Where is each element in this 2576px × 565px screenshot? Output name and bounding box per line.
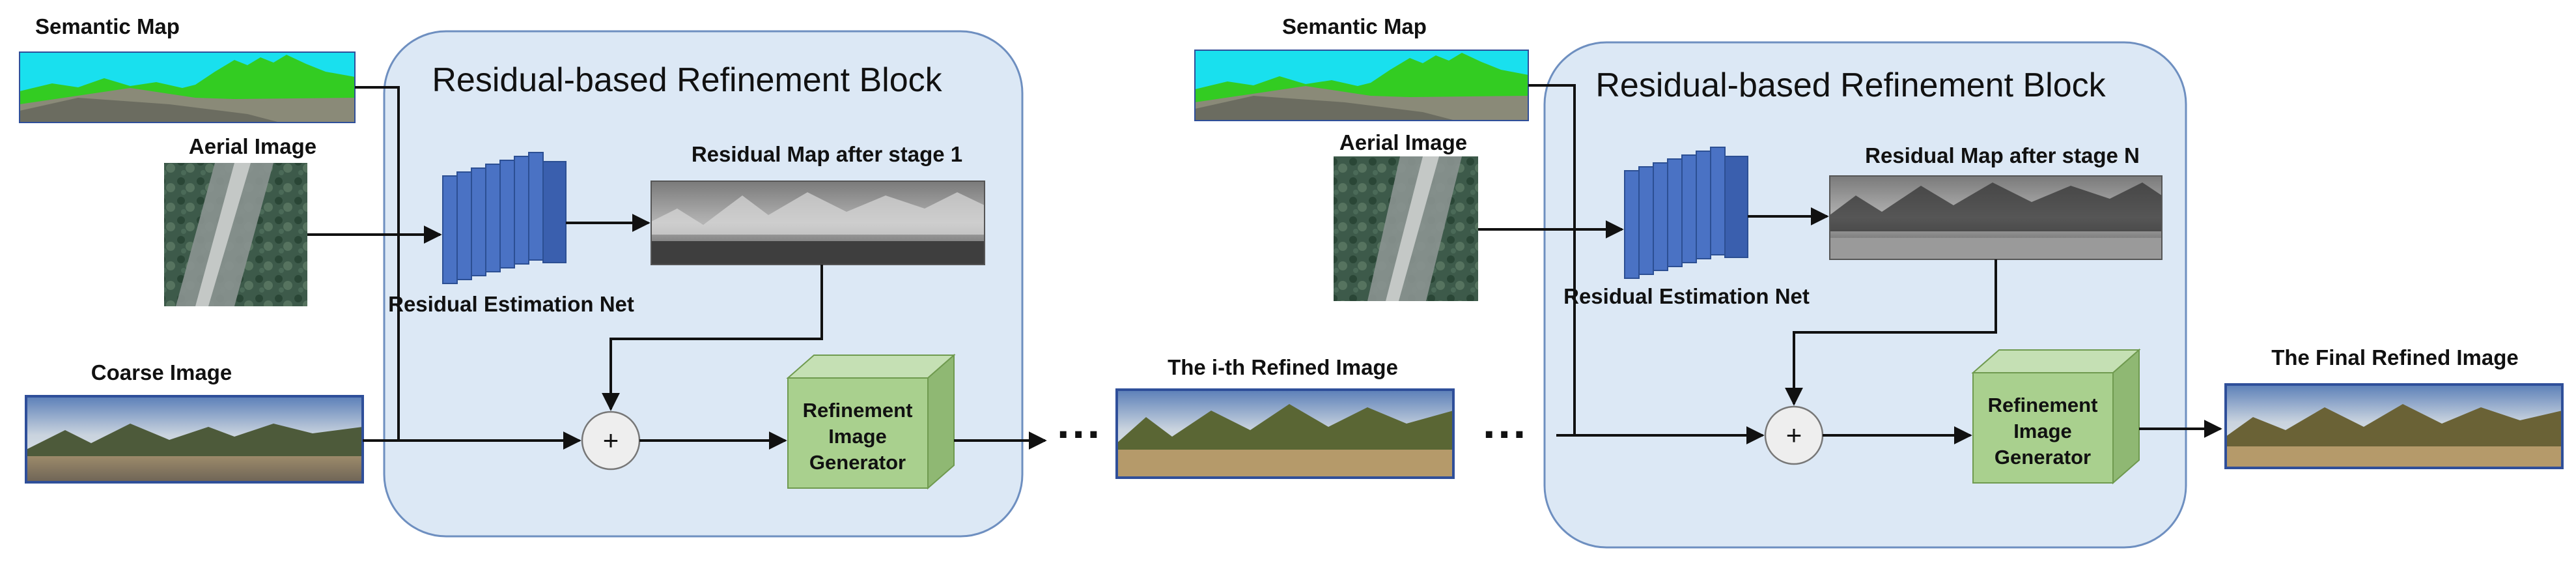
- adder-2-symbol: +: [1786, 420, 1802, 450]
- aerial-image-1: [164, 163, 307, 306]
- residual-map-label-1: Residual Map after stage 1: [692, 142, 962, 166]
- residual-estimation-net-label-1: Residual Estimation Net: [388, 292, 634, 316]
- coarse-image-label: Coarse Image: [91, 360, 232, 384]
- final-refined-image: [2224, 383, 2564, 469]
- residual-map-image-1: [651, 181, 985, 265]
- block-1-title: Residual-based Refinement Block: [432, 61, 942, 99]
- block-2-title: Residual-based Refinement Block: [1595, 66, 2106, 104]
- final-refined-image-label: The Final Refined Image: [2271, 345, 2519, 369]
- intermediate-refined-image: [1115, 388, 1455, 479]
- block-2-connections: [1478, 84, 2222, 444]
- residual-estimation-net-1: [442, 152, 567, 284]
- generator-2-line-3: Generator: [1995, 446, 2091, 469]
- intermediate-refined-image-label: The i-th Refined Image: [1168, 355, 1398, 379]
- refinement-image-generator-1: Refinement Image Generator: [786, 353, 956, 490]
- generator-1-line-3: Generator: [809, 451, 906, 474]
- aerial-image-label-2: Aerial Image: [1339, 130, 1467, 154]
- semantic-map-label-1: Semantic Map: [35, 14, 180, 38]
- semantic-map-image-2: [1194, 50, 1529, 121]
- ellipsis-2: ···: [1483, 409, 1528, 459]
- residual-map-image-2: [1829, 175, 2163, 260]
- block-1-connections: [307, 86, 1047, 450]
- semantic-map-image-1: [19, 51, 356, 123]
- coarse-image: [25, 395, 364, 484]
- generator-2-line-1: Refinement: [1988, 394, 2098, 416]
- aerial-image-2: [1334, 156, 1478, 301]
- ellipsis-1: ···: [1057, 409, 1102, 459]
- adder-1-symbol: +: [603, 425, 619, 456]
- residual-map-label-2: Residual Map after stage N: [1865, 143, 2140, 167]
- generator-2-line-2: Image: [2013, 420, 2072, 442]
- generator-1-line-1: Refinement: [803, 399, 913, 422]
- refinement-image-generator-2: Refinement Image Generator: [1971, 348, 2141, 485]
- generator-1-line-2: Image: [828, 425, 887, 448]
- adder-2: +: [1764, 405, 1824, 465]
- residual-estimation-net-label-2: Residual Estimation Net: [1563, 284, 1810, 308]
- semantic-map-label-2: Semantic Map: [1282, 14, 1427, 38]
- aerial-image-label-1: Aerial Image: [189, 134, 316, 158]
- adder-1: +: [581, 411, 641, 471]
- residual-estimation-net-2: [1624, 147, 1748, 279]
